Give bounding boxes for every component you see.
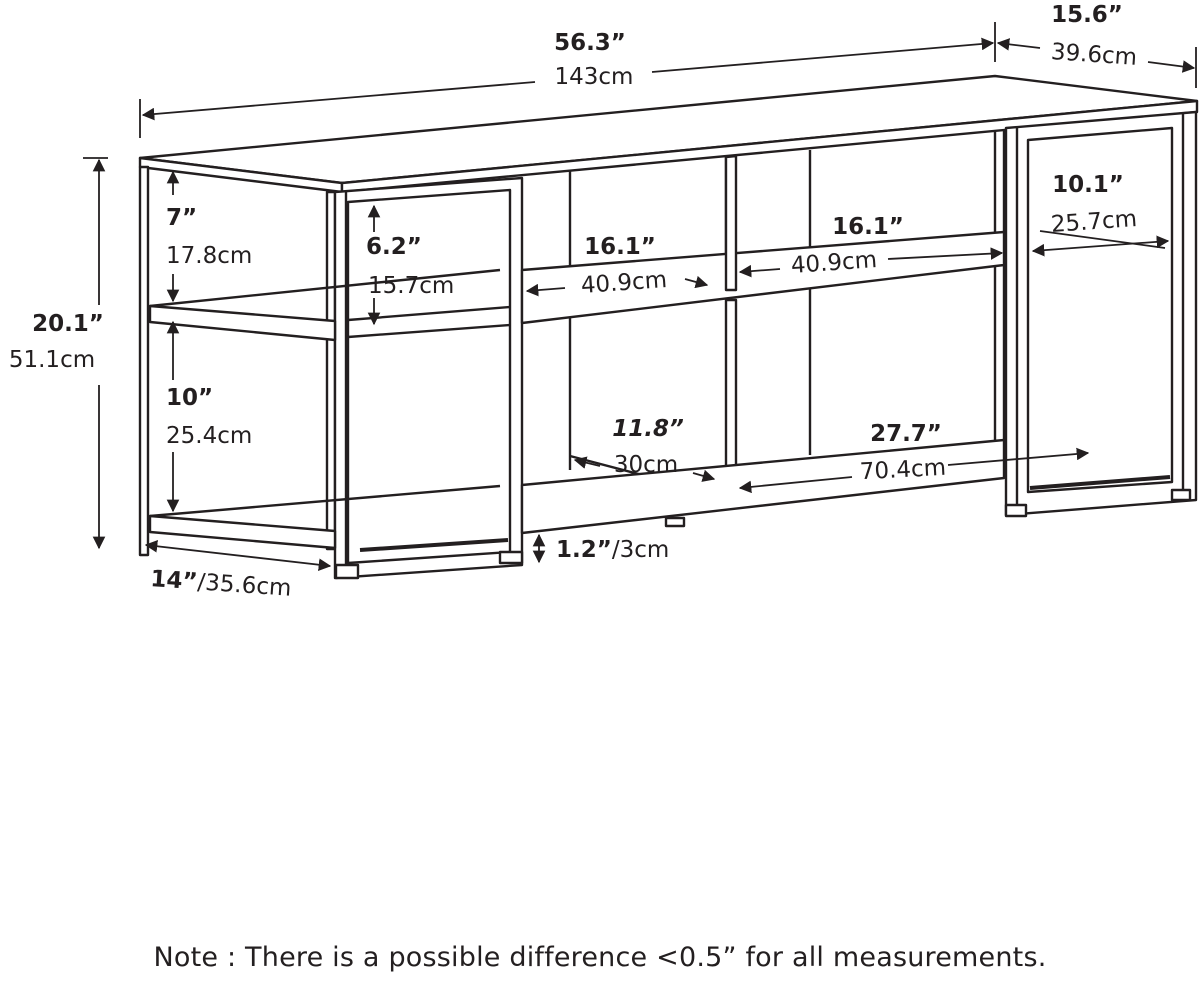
inner-top-gap-in: 6.2” xyxy=(366,234,422,260)
lower-left-bay-cm: 30cm xyxy=(614,452,678,478)
overall-width-in: 56.3” xyxy=(554,30,626,56)
right-shelf-in: 10.1” xyxy=(1052,172,1124,198)
inner-top-gap-cm: 15.7cm xyxy=(368,273,454,299)
middle-shelf-left-in: 16.1” xyxy=(584,234,656,260)
left-lower-gap-in: 10” xyxy=(166,385,213,411)
overall-depth-cm: 39.6cm xyxy=(1050,39,1138,71)
left-top-gap-in: 7” xyxy=(166,205,197,231)
overall-height-cm: 51.1cm xyxy=(9,347,95,373)
side-depth-cm: /35.6cm xyxy=(197,569,293,601)
floor-clearance-label: 1.2”/3cm xyxy=(556,537,669,563)
left-lower-gap-cm: 25.4cm xyxy=(166,423,252,449)
left-top-gap-cm: 17.8cm xyxy=(166,243,252,269)
overall-depth-in: 15.6” xyxy=(1051,2,1123,28)
right-shelf-cm: 25.7cm xyxy=(1050,206,1138,238)
lower-left-bay-in: 11.8” xyxy=(612,416,684,442)
overall-width-cm: 143cm xyxy=(555,64,634,90)
side-depth-label: 14”/35.6cm xyxy=(150,566,293,602)
dimension-lines xyxy=(83,22,1197,571)
side-depth-in: 14” xyxy=(150,566,199,595)
floor-clearance-in: 1.2” xyxy=(556,537,612,563)
middle-shelf-left-cm: 40.9cm xyxy=(580,267,668,299)
floor-clearance-cm: /3cm xyxy=(612,537,669,563)
middle-shelf-right-cm: 40.9cm xyxy=(790,247,878,279)
lower-right-bay-in: 27.7” xyxy=(870,421,942,447)
tv-stand-illustration xyxy=(138,74,1199,580)
middle-shelf-right-in: 16.1” xyxy=(832,214,904,240)
measurement-note: Note : There is a possible difference <0… xyxy=(153,942,1047,973)
overall-height-in: 20.1” xyxy=(32,311,104,337)
lower-right-bay-cm: 70.4cm xyxy=(859,455,947,485)
